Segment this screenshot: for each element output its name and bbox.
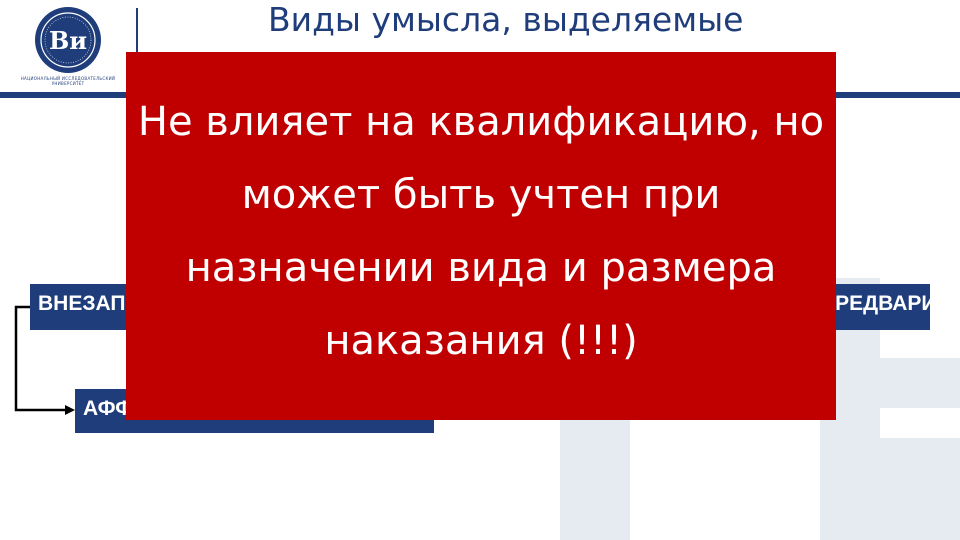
slide-title: Виды умысла, выделяемые: [268, 0, 744, 39]
logo-caption: НАЦИОНАЛЬНЫЙ ИССЛЕДОВАТЕЛЬСКИЙ УНИВЕРСИТ…: [20, 76, 116, 86]
hse-logo-icon: Ви: [35, 7, 101, 73]
logo-divider: [136, 8, 138, 63]
callout-text: Не влияет на квалификацию, но может быть…: [137, 99, 825, 364]
callout-overlay: Не влияет на квалификацию, но может быть…: [126, 52, 836, 420]
diagram-box-right: ПРЕДВАРИТЕЛЬНО ОБДУМАННЫЙ: [820, 284, 930, 330]
svg-text:Ви: Ви: [49, 26, 87, 55]
